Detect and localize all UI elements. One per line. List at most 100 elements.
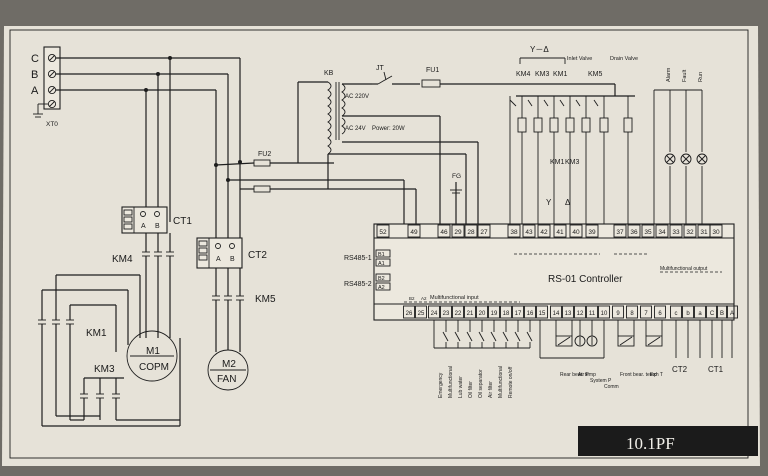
terminal-number: 41 [556,229,564,236]
terminal-cell [437,224,451,238]
phase-label: C [31,53,39,65]
terminal-number: 31 [700,229,708,236]
terminal-cell [585,224,599,238]
km-coil-label: Y [546,198,552,207]
terminal-number: 38 [510,229,518,236]
jt-switch: JT [372,65,420,85]
lamp-icon [664,153,676,165]
km-coil-label: KM3 [565,159,580,166]
terminal-cell [507,224,521,238]
rs485-pin: B1 [378,252,385,258]
terminal-cell [553,224,567,238]
km3-contacts: KM3 [42,364,180,427]
sensor-label: Remote on/off [508,366,514,398]
km4-contacts: KM4 [112,233,174,338]
relay-label: KM1 [553,71,568,78]
terminal-cell [694,305,706,319]
lamp-icon [696,153,708,165]
terminal-number: 9 [616,311,620,317]
terminal-cell [562,305,574,319]
terminal-number: 49 [410,229,418,236]
terminal-cell [613,224,627,238]
rs485-pin: A2 [378,285,385,291]
controller-name: RS-01 Controller [548,274,623,285]
km1-contacts: KM1 [38,274,140,426]
km-coil-label: KM1 [550,159,565,166]
terminal-number: B [720,311,724,317]
ct2-label: CT2 [248,250,267,261]
terminal-cell [415,305,427,319]
ct2-box: A B CT2 [196,237,267,269]
terminal-number: 20 [479,311,486,317]
sensor-labels: Emergency Multifunctional Lub water Oil … [438,366,663,398]
terminal-cell [706,305,718,319]
terminal-cell [376,224,390,238]
terminal-number: A [730,311,734,317]
terminal-cell [598,305,610,319]
sensor-label: Lub water [458,376,464,398]
terminal-cell [640,305,652,319]
terminal-number: 23 [443,311,450,317]
terminal-number: 36 [630,229,638,236]
terminal-cell [452,305,464,319]
footer-label: 10.1PF [626,434,675,453]
terminal-number: 35 [644,229,652,236]
terminal-number: 33 [672,229,680,236]
terminal-cell [500,305,512,319]
terminal-number: 10 [601,311,608,317]
terminal-cell [641,224,655,238]
mf-input-label: Multifunctional input [430,295,479,301]
km4-label: KM4 [112,254,133,265]
small-pin: A2 [421,296,427,301]
drawing-frame [9,29,749,459]
motor-name: COPM [139,362,169,373]
phase-label: B [31,69,38,81]
sensor-label: Comm [604,384,619,390]
km-coil-label: Δ [565,198,571,207]
terminal-number: 43 [525,229,533,236]
terminal-number: 13 [565,311,572,317]
terminal-number: 22 [455,311,462,317]
terminal-number: 17 [515,311,522,317]
sensor-symbols [539,320,663,359]
terminal-number: 6 [658,311,662,317]
sensor-label: Oil separator [478,369,484,398]
ct1-label: CT1 [173,216,192,227]
terminal-cell [612,305,624,319]
terminal-cell [451,224,465,238]
motor-id: M2 [222,359,236,370]
terminal-cell [670,305,682,319]
fu2-fuses: FU2 [215,151,417,224]
terminal-cell [709,224,723,238]
sensor-label: Multifunctional [448,366,454,398]
terminal-number: 25 [418,311,425,317]
terminal-cell [476,305,488,319]
terminal-number: c [675,311,678,317]
indicator-lamps: Alarm Fault Run [653,67,708,224]
rs485-pin: A1 [378,261,385,267]
rs485-1-label: RS485-1 [344,255,372,262]
sensor-label: Oil filter [468,381,474,398]
km3-label: KM3 [94,364,115,375]
sensor-label: Front bear. temp [620,372,657,378]
small-pin: B2 [409,296,415,301]
output-label: Fault [682,69,688,82]
terminal-number: 8 [630,311,634,317]
motor-id: M1 [146,346,160,357]
terminal-number: 19 [491,311,498,317]
terminal-number: 27 [480,229,488,236]
ct2-bottom-label: CT2 [672,365,688,374]
fu1-fuse: FU1 [421,67,615,88]
output-label: Run [698,72,704,82]
sensor-label: Rear bear. temp [560,372,596,378]
fu1-label: FU1 [426,67,439,74]
ground-label: XT0 [46,121,58,128]
terminal-number: 46 [440,229,448,236]
motor-m2: M2 FAN [207,349,249,391]
terminal-cell [440,305,452,319]
star-delta-group: Y－Δ Inlet Valve Drain Valve KM4 KM3 KM1 … [516,45,638,96]
sensor-label: Air P [578,372,590,378]
terminal-number: 39 [588,229,596,236]
